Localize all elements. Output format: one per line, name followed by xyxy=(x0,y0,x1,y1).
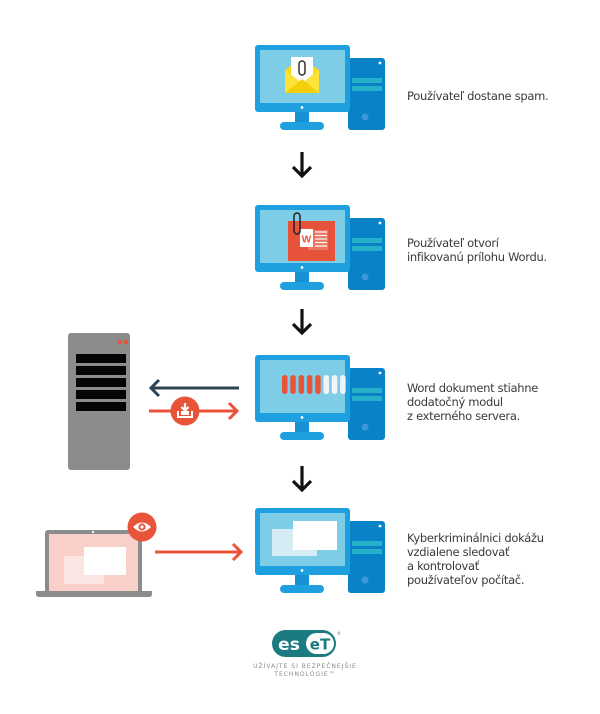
download-progress-icon xyxy=(282,375,346,394)
step-2-text: Používateľ otvorí infikovanú prílohu Wor… xyxy=(407,236,547,264)
step-4-line-4: používateľov počítač. xyxy=(407,573,525,587)
eset-logo: es eT ® xyxy=(270,628,341,660)
arrow-down-icon xyxy=(291,466,313,493)
tagline-line-2: TECHNOLÓGIE™ xyxy=(274,671,336,678)
step-4-line-3: a kontrolovať xyxy=(407,559,479,573)
word-document-icon: W xyxy=(288,212,335,261)
computer-step-3 xyxy=(250,355,390,450)
download-badge-icon xyxy=(170,396,200,426)
progress-segment-filled xyxy=(282,375,288,394)
laptop-icon xyxy=(36,530,152,597)
eye-badge-icon xyxy=(127,512,157,542)
step-4-line-2: vzdialene sledovať xyxy=(407,545,510,559)
computer-step-4 xyxy=(250,508,390,603)
step-3-line-3: z externého servera. xyxy=(407,409,520,423)
email-attachment-icon xyxy=(285,57,319,93)
progress-segment-empty xyxy=(331,375,338,394)
progress-segment-filled xyxy=(290,375,296,394)
eset-tagline: UŽÍVAJTE SI BEZPEČNEJŠIE TECHNOLÓGIE™ xyxy=(230,663,380,679)
progress-segment-filled xyxy=(298,375,305,394)
eset-logo-left: es xyxy=(278,635,300,655)
arrow-down-icon xyxy=(291,309,313,336)
progress-segment-empty xyxy=(340,375,346,394)
computer-step-2: W xyxy=(250,205,390,300)
svg-text:W: W xyxy=(302,235,312,246)
step-1-line-1: Používateľ dostane spam. xyxy=(407,89,549,103)
computer-step-1 xyxy=(250,45,390,140)
eset-logo-icon: es eT ® xyxy=(272,630,341,657)
step-4-line-1: Kyberkriminálnici dokážu xyxy=(407,531,544,545)
progress-segment-filled xyxy=(315,375,321,394)
registered-mark: ® xyxy=(337,631,340,636)
step-4-text: Kyberkriminálnici dokážu vzdialene sledo… xyxy=(407,531,544,587)
step-3-line-1: Word dokument stiahne xyxy=(407,381,538,395)
tagline-line-1: UŽÍVAJTE SI BEZPEČNEJŠIE xyxy=(253,663,357,670)
step-2-line-2: infikovanú prílohu Wordu. xyxy=(407,250,547,264)
progress-segment-empty xyxy=(323,375,329,394)
step-2-line-1: Používateľ otvorí xyxy=(407,236,499,250)
step-1-text: Používateľ dostane spam. xyxy=(407,89,549,103)
remote-window-icon xyxy=(272,521,337,556)
arrow-right-icon xyxy=(155,542,244,562)
server-icon xyxy=(68,333,130,470)
arrow-down-icon xyxy=(291,152,313,179)
arrow-left-icon xyxy=(148,378,239,398)
step-3-line-2: dodatočný modul xyxy=(407,395,503,409)
step-3-text: Word dokument stiahne dodatočný modul z … xyxy=(407,381,538,423)
progress-segment-filled xyxy=(306,375,313,394)
eset-logo-right: eT xyxy=(310,636,331,654)
